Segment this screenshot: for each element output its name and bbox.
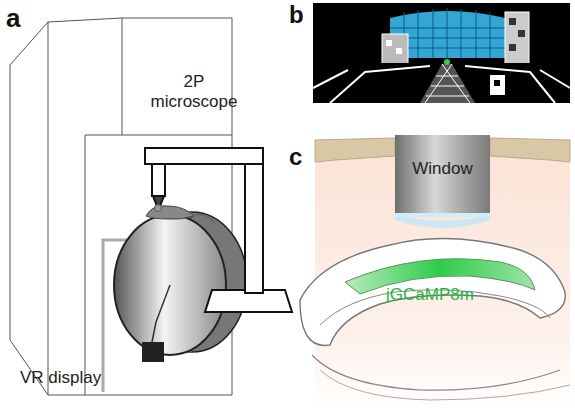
cranial-window: Window xyxy=(395,135,490,217)
part-label: VR display xyxy=(20,368,140,388)
mouse xyxy=(146,205,215,226)
panel-letter: b xyxy=(289,1,319,29)
part-label: jGCaMP8m xyxy=(365,285,495,305)
running-wheel xyxy=(114,212,247,355)
microscope xyxy=(145,148,292,312)
panel-letter: c xyxy=(289,143,319,171)
wheel-stand xyxy=(142,322,164,362)
vr-screenshot xyxy=(313,3,570,103)
panel-letter: a xyxy=(6,4,36,34)
window-label: Window xyxy=(395,159,490,179)
part-label: 2P microscope xyxy=(150,72,238,111)
